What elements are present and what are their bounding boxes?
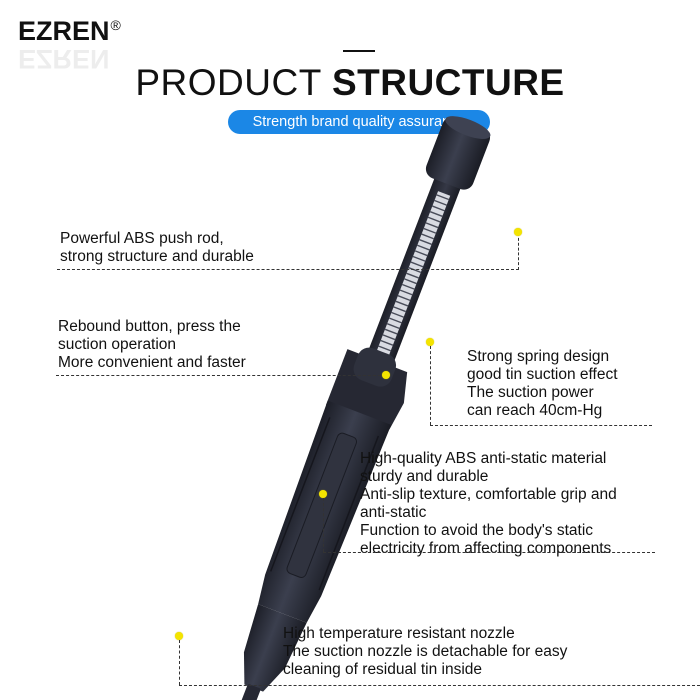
leader-line-spring-vertical [430,346,431,425]
callout-spring: Strong spring design good tin suction ef… [467,348,618,419]
callout-body-material: High-quality ABS anti-static material st… [360,450,617,557]
callout-push-rod: Powerful ABS push rod, strong structure … [60,230,254,265]
brand-logo-text: EZREN [18,16,110,46]
callout-nozzle: High temperature resistant nozzle The su… [283,625,568,678]
leader-line-body-vertical [323,498,324,552]
title-light: PRODUCT [135,62,322,103]
suction-nozzle [237,684,261,700]
brand-logo: EZREN® [18,16,121,46]
callout-dot-spring [426,338,434,346]
spring-window [375,191,451,360]
callout-dot-push-rod [514,228,522,236]
title-divider [343,50,375,52]
leader-line-nozzle [179,685,700,686]
callout-dot-nozzle [175,632,183,640]
callout-dot-rebound-button [382,371,390,379]
callout-dot-body-material [319,490,327,498]
leader-line-nozzle-vertical [179,640,180,685]
body-tip [243,604,307,692]
callout-rebound-button: Rebound button, press the suction operat… [58,318,246,371]
leader-line-push-rod [57,269,519,270]
registered-mark: ® [110,17,121,33]
title-bold: STRUCTURE [331,62,565,103]
leader-line-push-rod-vertical [518,233,519,270]
page-title: PRODUCT STRUCTURE [0,62,700,104]
leader-line-body [323,552,655,553]
leader-line-spring [430,425,652,426]
leader-line-rebound-button [56,375,386,376]
